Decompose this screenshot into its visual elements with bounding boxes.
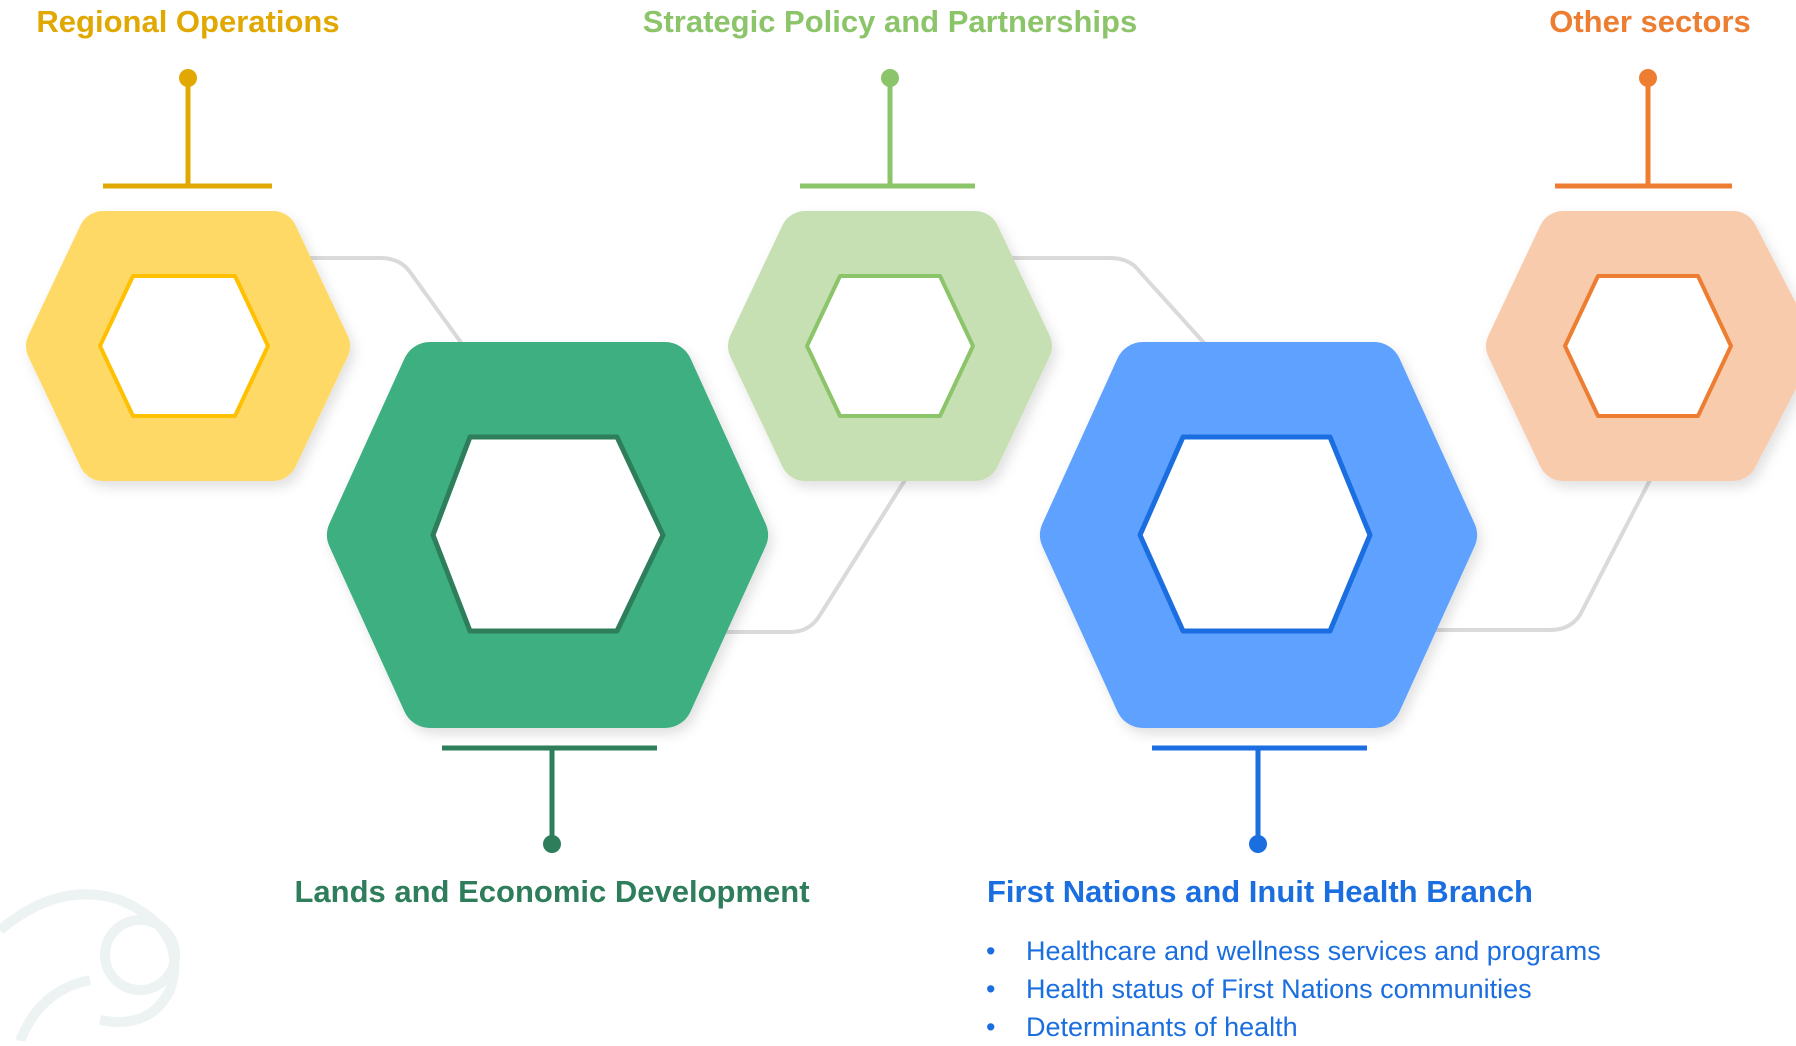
health-branch-bullet-list: Healthcare and wellness services and pro… xyxy=(974,932,1601,1046)
connector-other-health xyxy=(1420,479,1652,632)
strategic-inner-hexagon xyxy=(805,274,975,418)
lands-inner-hexagon xyxy=(430,434,666,634)
lands-economic-node xyxy=(327,342,768,853)
strategic-policy-label: Strategic Policy and Partnerships xyxy=(642,4,1138,39)
other-sectors-node xyxy=(1486,69,1796,481)
connector-strategic-health xyxy=(1000,256,1217,357)
connector-regional-lands xyxy=(290,256,472,357)
regional-inner-hexagon xyxy=(98,274,270,418)
strategic-dot xyxy=(881,69,899,87)
other-dot xyxy=(1639,69,1657,87)
health-branch-label: First Nations and Inuit Health Branch xyxy=(987,874,1533,909)
connector-strategic-lands xyxy=(700,478,907,634)
regional-operations-node xyxy=(26,69,350,481)
other-sectors-label: Other sectors xyxy=(1549,4,1751,39)
regional-operations-label: Regional Operations xyxy=(36,4,340,39)
regional-dot xyxy=(179,69,197,87)
health-branch-node xyxy=(1040,342,1477,853)
bullet-item: Determinants of health xyxy=(974,1008,1601,1046)
strategic-policy-node xyxy=(728,69,1052,481)
lands-economic-label: Lands and Economic Development xyxy=(294,874,810,909)
watermark-swirl xyxy=(0,889,180,1041)
bullet-item: Health status of First Nations communiti… xyxy=(974,970,1601,1008)
lands-dot xyxy=(543,835,561,853)
health-dot xyxy=(1249,835,1267,853)
bullet-item: Healthcare and wellness services and pro… xyxy=(974,932,1601,970)
other-inner-hexagon xyxy=(1563,274,1733,418)
connector-lines xyxy=(290,256,1652,634)
health-inner-hexagon xyxy=(1137,434,1373,634)
